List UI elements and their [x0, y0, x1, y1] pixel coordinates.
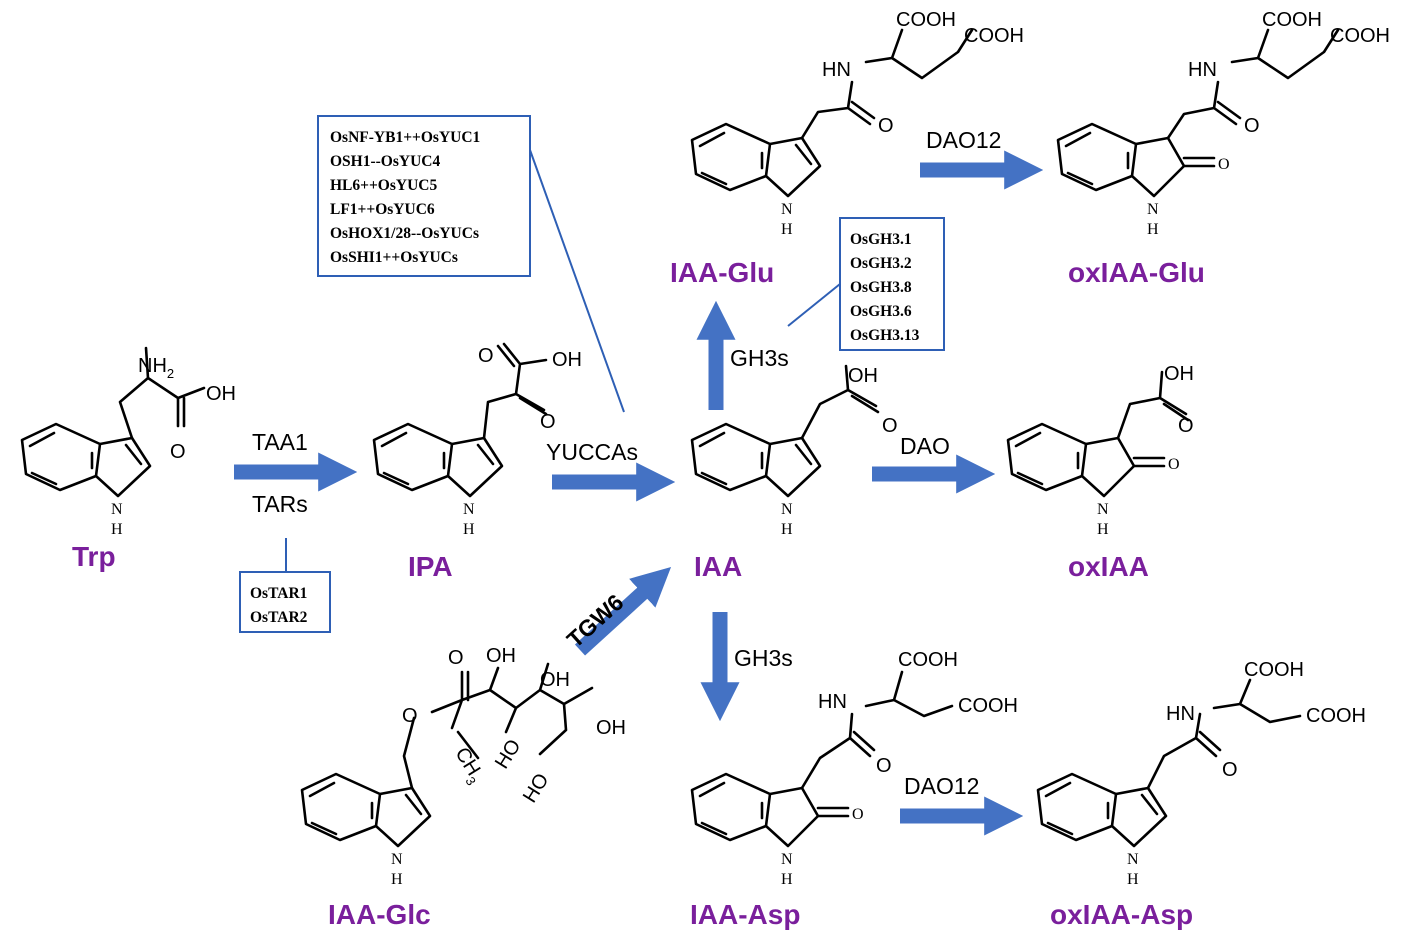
- atom-o: O: [1222, 759, 1238, 781]
- atom-cooh: COOH: [898, 649, 958, 671]
- compound-names: Trp IPA IAA oxIAA IAA-Glu oxIAA-Glu IAA-…: [72, 257, 1205, 930]
- enzyme-dao12-top: DAO12: [926, 127, 1001, 153]
- atom-cooh: COOH: [958, 695, 1018, 717]
- atom-cooh: COOH: [1262, 9, 1322, 31]
- box-line: OsHOX1/28--OsYUCs: [330, 225, 479, 242]
- atom-cooh: COOH: [1306, 705, 1366, 727]
- atom-cooh: COOH: [964, 25, 1024, 47]
- label-trp: Trp: [72, 541, 116, 572]
- enzyme-dao12-bottom: DAO12: [904, 773, 979, 799]
- iaa-asp-structure: HN O COOH COOH: [690, 649, 1018, 890]
- gh3-gene-box: OsGH3.1 OsGH3.2 OsGH3.8 OsGH3.6 OsGH3.13: [839, 217, 945, 351]
- atom-o: O: [478, 345, 494, 367]
- atom-nh2: NH2: [138, 355, 174, 381]
- atom-cooh: COOH: [1244, 659, 1304, 681]
- atom-o: O: [1178, 415, 1194, 437]
- atom-oh: OH: [848, 365, 878, 387]
- atom-ch3: CH3: [447, 744, 488, 788]
- arrow-iaaglc-iaa: [574, 566, 672, 656]
- oxiaa-asp-structure: HN O COOH COOH: [1036, 659, 1366, 890]
- atom-ho: HO: [519, 770, 554, 807]
- atom-oh: OH: [1164, 363, 1194, 385]
- atom-oh: OH: [486, 645, 516, 667]
- trp-structure: NH2 OH O: [20, 346, 236, 540]
- iaa-structure: OH O: [690, 364, 898, 540]
- atom-hn: HN: [818, 691, 847, 713]
- tar-gene-box: OsTAR1 OsTAR2: [239, 571, 331, 633]
- atom-o: O: [448, 647, 464, 669]
- iaa-glc-structure: O O OH OH OH HO HO CH3: [300, 645, 626, 890]
- label-ipa: IPA: [408, 551, 453, 582]
- label-iaa-asp: IAA-Asp: [690, 899, 800, 930]
- box-line: OsGH3.2: [850, 255, 912, 272]
- atom-hn: HN: [822, 59, 851, 81]
- atom-o: O: [878, 115, 894, 137]
- enzyme-gh3s-up: GH3s: [730, 345, 789, 371]
- box-line: OSH1--OsYUC4: [330, 153, 440, 170]
- yuc-box-leader: [529, 149, 625, 413]
- box-line: LF1++OsYUC6: [330, 201, 435, 218]
- enzyme-labels: TAA1 TARs YUCCAs DAO GH3s GH3s DAO12 DAO…: [252, 127, 1001, 799]
- enzyme-tars: TARs: [252, 491, 308, 517]
- atom-o: O: [540, 411, 556, 433]
- atom-oh: OH: [540, 669, 570, 691]
- box-line: OsGH3.8: [850, 279, 912, 296]
- box-line: OsGH3.13: [850, 327, 920, 344]
- atom-oh: OH: [552, 349, 582, 371]
- atom-o: O: [876, 755, 892, 777]
- enzyme-gh3s-down: GH3s: [734, 645, 793, 671]
- gh3-box-leader: [787, 283, 841, 327]
- label-oxiaa-glu: oxIAA-Glu: [1068, 257, 1205, 288]
- atom-o: O: [402, 705, 418, 727]
- atom-hn: HN: [1188, 59, 1217, 81]
- enzyme-dao: DAO: [900, 433, 950, 459]
- box-line: OsGH3.6: [850, 303, 912, 320]
- box-line: OsGH3.1: [850, 231, 912, 248]
- atom-o: O: [1244, 115, 1260, 137]
- label-oxiaa-asp: oxIAA-Asp: [1050, 899, 1193, 930]
- label-oxiaa: oxIAA: [1068, 551, 1149, 582]
- atom-ho: HO: [491, 736, 526, 773]
- label-iaa-glu: IAA-Glu: [670, 257, 774, 288]
- atom-oh: OH: [596, 717, 626, 739]
- enzyme-yuccas: YUCCAs: [546, 439, 638, 465]
- box-line: OsTAR2: [250, 609, 308, 626]
- atom-cooh: COOH: [896, 9, 956, 31]
- atom-cooh: COOH: [1330, 25, 1390, 47]
- iaa-glu-structure: HN O COOH COOH: [690, 9, 1024, 240]
- atom-o: O: [882, 415, 898, 437]
- box-line: OsTAR1: [250, 585, 307, 602]
- reaction-arrows: [234, 150, 1044, 836]
- yuc-regulator-box: OsNF-YB1++OsYUC1 OSH1--OsYUC4 HL6++OsYUC…: [317, 115, 531, 277]
- enzyme-taa1: TAA1: [252, 429, 308, 455]
- box-line: HL6++OsYUC5: [330, 177, 437, 194]
- atom-oh: OH: [206, 383, 236, 405]
- label-iaa: IAA: [694, 551, 742, 582]
- atom-hn: HN: [1166, 703, 1195, 725]
- oxiaa-glu-structure: HN O COOH COOH: [1056, 9, 1390, 240]
- box-line: OsSHI1++OsYUCs: [330, 249, 458, 266]
- ipa-structure: O OH O: [372, 342, 582, 540]
- oxiaa-structure: OH O: [1006, 363, 1194, 540]
- label-iaa-glc: IAA-Glc: [328, 899, 431, 930]
- atom-o: O: [170, 441, 186, 463]
- box-line: OsNF-YB1++OsYUC1: [330, 129, 480, 146]
